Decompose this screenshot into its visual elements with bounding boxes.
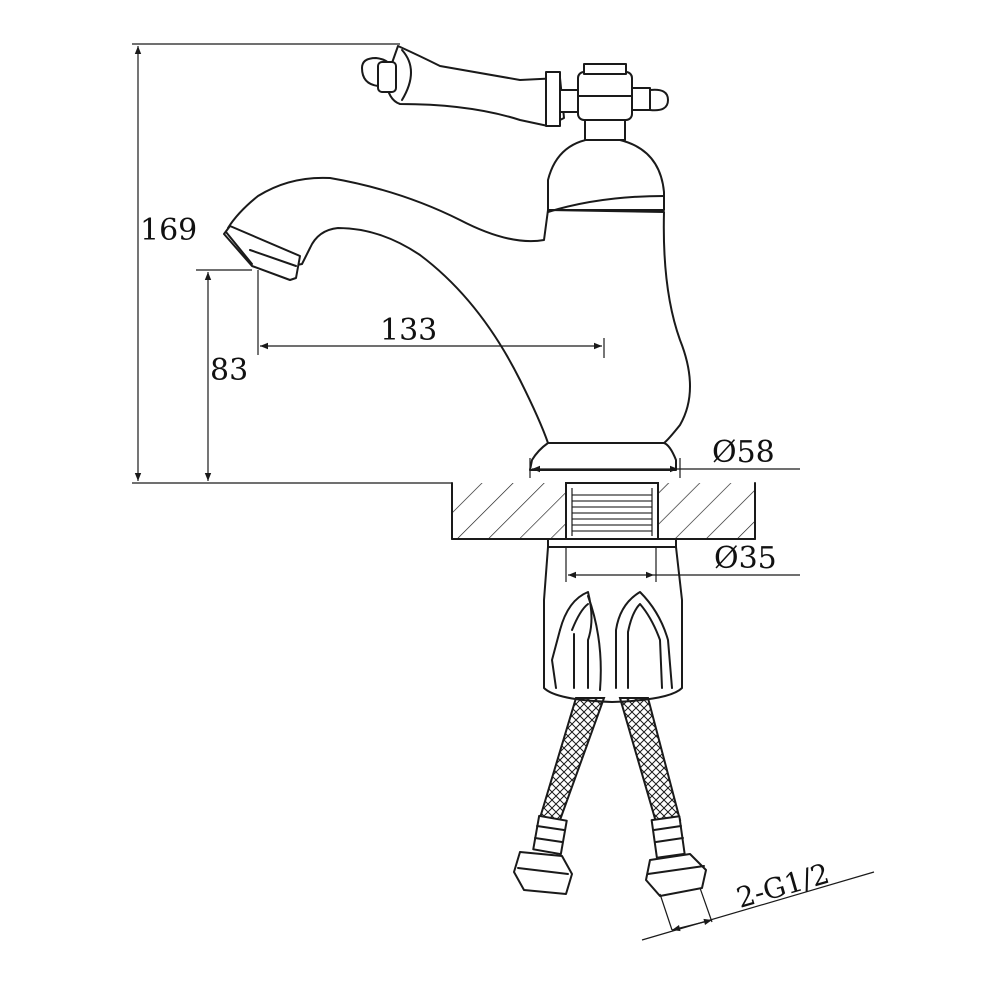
threaded-shank bbox=[565, 482, 659, 540]
lever-handle bbox=[361, 45, 669, 127]
dimension-lines bbox=[132, 43, 875, 941]
spout-height-label: 83 bbox=[210, 353, 248, 388]
shank-diameter-label: Ø35 bbox=[714, 541, 777, 576]
hose-connection-label: 2-G1/2 bbox=[733, 857, 833, 915]
flexible-hoses bbox=[513, 697, 707, 897]
spout-reach-label: 133 bbox=[380, 313, 437, 348]
mounting-nut bbox=[543, 538, 683, 703]
overall-height-label: 169 bbox=[140, 213, 197, 248]
countertop-section bbox=[451, 482, 756, 540]
faucet-body bbox=[223, 63, 691, 471]
base-diameter-label: Ø58 bbox=[712, 435, 775, 470]
